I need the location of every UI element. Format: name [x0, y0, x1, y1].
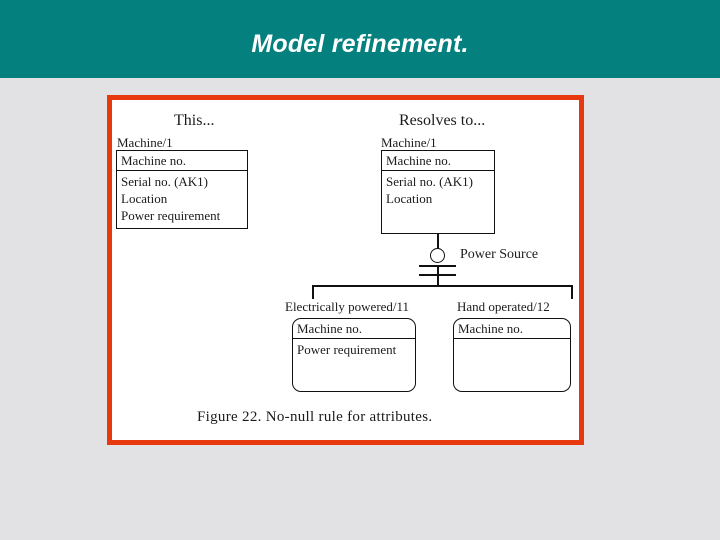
entity-name-hand-operated: Hand operated/12 — [457, 299, 550, 314]
connector-branch-stem — [437, 276, 439, 286]
figure-caption: Figure 22. No-null rule for attributes. — [197, 409, 433, 425]
entity-name-machine-before: Machine/1 — [117, 135, 173, 150]
entity-attribute-list: Serial no. (AK1) Location Power requirem… — [117, 171, 247, 225]
entity-attribute-list: Serial no. (AK1) Location — [382, 171, 494, 208]
relationship-label-power-source: Power Source — [460, 247, 539, 262]
entity-attribute: Serial no. (AK1) — [386, 174, 474, 189]
subtype-bar-upper — [419, 265, 456, 268]
entity-attribute-list — [454, 339, 570, 342]
entity-attribute: Serial no. (AK1) — [121, 174, 209, 189]
entity-key-attribute: Machine no. — [297, 321, 362, 336]
entity-attribute: Location — [121, 191, 168, 206]
slide-title: Model refinement. — [251, 30, 469, 58]
entity-attribute: Power requirement — [121, 208, 221, 223]
entity-box-electrically-powered: Machine no. Power requirement — [292, 318, 416, 392]
subtype-bar-lower — [419, 274, 456, 277]
entity-key-compartment: Machine no. — [117, 151, 247, 171]
column-heading-this: This... — [174, 112, 215, 129]
entity-key-compartment: Machine no. — [382, 151, 494, 171]
connector-branch-left-vertical — [312, 285, 314, 299]
column-heading-resolves-to: Resolves to... — [399, 112, 486, 129]
slide-header-band — [0, 0, 720, 78]
entity-box-hand-operated: Machine no. — [453, 318, 571, 392]
entity-attribute: Power requirement — [297, 342, 397, 357]
connector-branch-right-horizontal — [437, 285, 572, 287]
connector-branch-left-horizontal — [312, 285, 439, 287]
entity-attribute-list: Power requirement — [293, 339, 415, 359]
entity-box-machine-before: Machine no. Serial no. (AK1) Location Po… — [116, 150, 248, 229]
entity-name-electrically-powered: Electrically powered/11 — [285, 299, 410, 314]
entity-box-machine-supertype: Machine no. Serial no. (AK1) Location — [381, 150, 495, 234]
entity-key-attribute: Machine no. — [121, 153, 186, 168]
entity-key-attribute: Machine no. — [386, 153, 451, 168]
entity-attribute: Location — [386, 191, 433, 206]
connector-supertype-stem — [437, 234, 439, 249]
entity-name-machine-after: Machine/1 — [381, 135, 437, 150]
entity-key-compartment: Machine no. — [293, 319, 415, 339]
entity-key-compartment: Machine no. — [454, 319, 570, 339]
figure-canvas: This... Resolves to... Machine/1 Machine… — [112, 100, 579, 440]
connector-subtype-stem — [437, 267, 439, 275]
entity-key-attribute: Machine no. — [458, 321, 523, 336]
subtype-circle-icon — [430, 248, 445, 263]
connector-branch-right-vertical — [571, 285, 573, 299]
figure-frame: This... Resolves to... Machine/1 Machine… — [107, 95, 584, 445]
